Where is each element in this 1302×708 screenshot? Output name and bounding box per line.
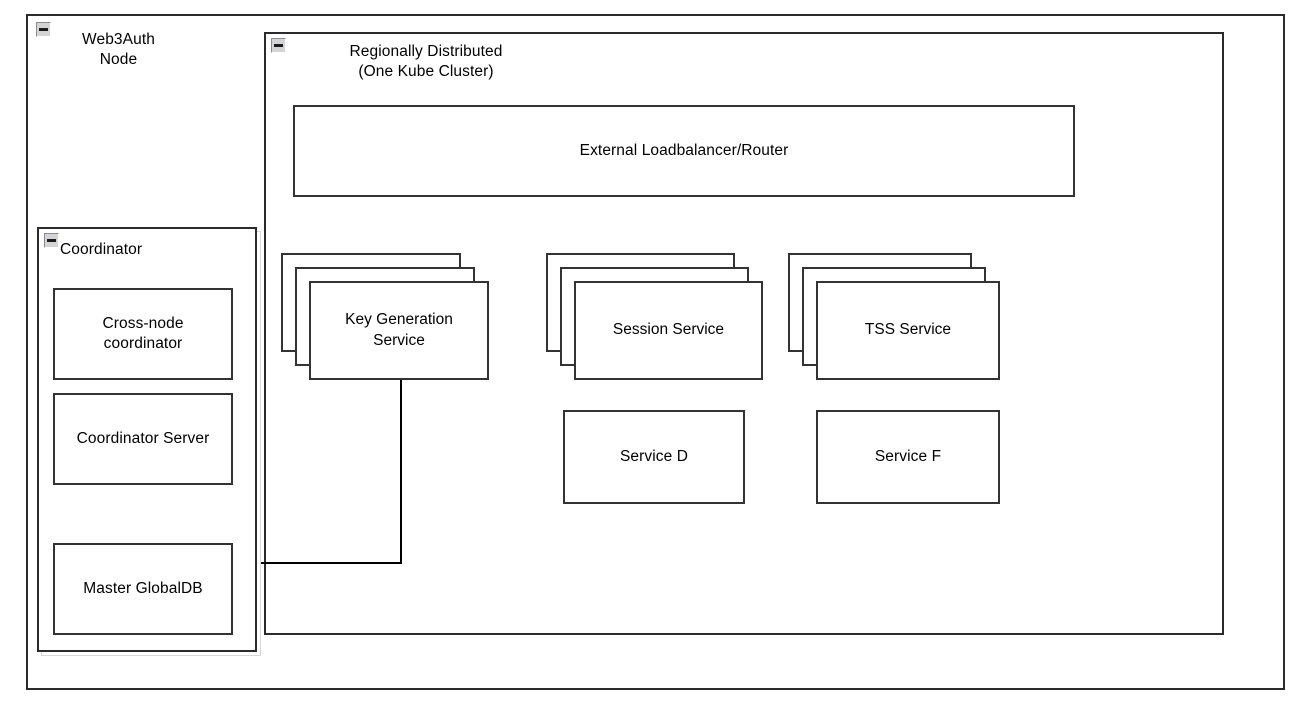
kube-cluster-collapse-icon[interactable] xyxy=(271,38,286,53)
service-f-label: Service F xyxy=(874,447,942,465)
session-service-instance-1[interactable] xyxy=(574,281,763,380)
coordinator-label: Coordinator xyxy=(60,241,143,258)
kube-cluster-label: Regionally Distributed (One Kube Cluster… xyxy=(349,43,503,81)
cross-node-coordinator-label: Cross-node coordinator xyxy=(102,314,184,352)
tss-service-label: TSS Service xyxy=(864,321,952,339)
service-d-box[interactable] xyxy=(563,410,745,504)
web3auth-node-label: Web3Auth Node xyxy=(82,31,155,69)
external-loadbalancer-label: External Loadbalancer/Router xyxy=(579,141,789,159)
master-globaldb-label: Master GlobalDB xyxy=(83,579,203,597)
tss-service-stack[interactable]: TSS Service xyxy=(788,253,1000,380)
coordinator-collapse-icon[interactable] xyxy=(44,233,59,248)
master-globaldb-box[interactable] xyxy=(53,543,233,635)
key-generation-service-stack[interactable]: Key Generation Service xyxy=(281,253,489,380)
tss-service-instance-1[interactable] xyxy=(816,281,1000,380)
external-loadbalancer-box[interactable] xyxy=(293,105,1075,197)
connector-vertical-segment xyxy=(400,380,402,564)
web3auth-node-collapse-icon[interactable] xyxy=(36,22,51,37)
coordinator-server-label: Coordinator Server xyxy=(76,429,210,447)
connector-horizontal-segment xyxy=(247,562,402,564)
session-service-stack[interactable]: Session Service xyxy=(546,253,763,380)
key-generation-service-instance-1[interactable] xyxy=(309,281,489,380)
service-f-box[interactable] xyxy=(816,410,1000,504)
key-generation-service-label: Key Generation Service xyxy=(345,311,453,349)
session-service-label: Session Service xyxy=(612,321,725,339)
cross-node-coordinator-box[interactable] xyxy=(53,288,233,380)
coordinator-server-box[interactable] xyxy=(53,393,233,485)
service-d-label: Service D xyxy=(619,447,689,465)
